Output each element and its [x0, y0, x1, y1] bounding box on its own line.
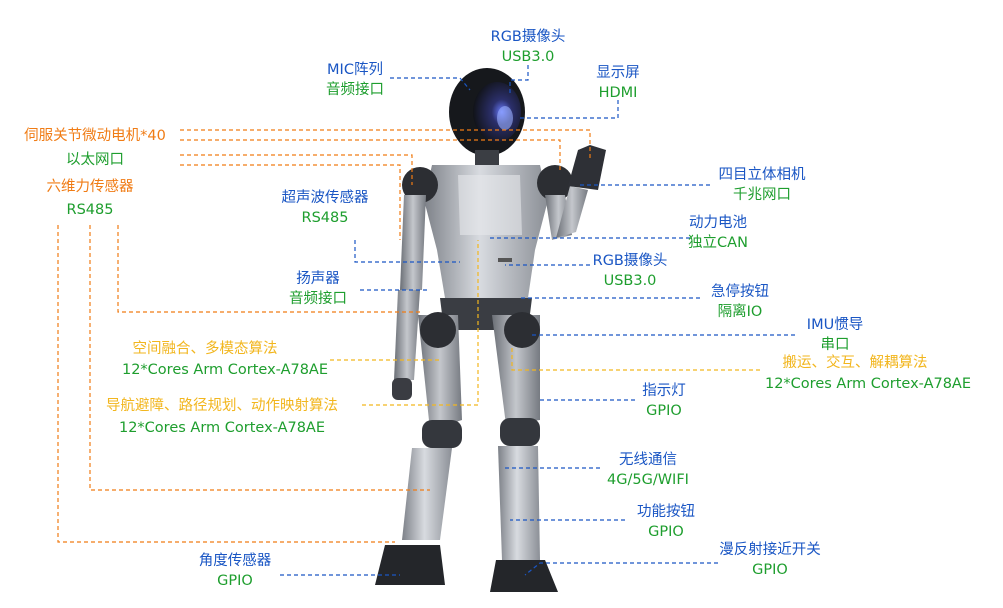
stereo-camera-interface: 千兆网口	[733, 187, 791, 203]
imu-name: IMU惯导	[806, 317, 864, 333]
angle-sensor-name: 角度传感器	[198, 553, 272, 569]
func-button-name: 功能按钮	[637, 504, 695, 520]
nav-algo-interface: 12*Cores Arm Cortex-A78AE	[118, 420, 326, 436]
battery-name: 动力电池	[689, 215, 747, 231]
line-force-1	[180, 164, 401, 240]
line-rgb-camera-top	[509, 65, 529, 95]
rgb-camera-top-interface: USB3.0	[501, 49, 555, 65]
display-name: 显示屏	[596, 65, 640, 81]
imu-interface: 串口	[820, 337, 850, 353]
estop-name: 急停按钮	[711, 284, 769, 300]
line-handling-algo	[511, 345, 760, 371]
mic-array-interface: 音频接口	[326, 82, 384, 98]
stereo-camera-name: 四目立体相机	[718, 167, 806, 183]
ultrasonic-interface: RS485	[301, 210, 349, 226]
fusion-algo-interface: 12*Cores Arm Cortex-A78AE	[121, 362, 329, 378]
rgb-camera-mid-name: RGB摄像头	[592, 253, 668, 269]
line-force-3	[89, 225, 430, 491]
mic-array-name: MIC阵列	[327, 62, 383, 78]
indicator-name: 指示灯	[642, 383, 686, 399]
ethernet-name: 以太网口	[66, 152, 124, 168]
rgb-camera-mid-interface: USB3.0	[603, 273, 657, 289]
indicator-interface: GPIO	[646, 403, 682, 419]
line-display	[520, 100, 619, 119]
ultrasonic-name: 超声波传感器	[281, 190, 369, 206]
line-proximity	[524, 562, 718, 576]
wireless-name: 无线通信	[619, 452, 677, 468]
servo-motors-name: 伺服关节微动电机*40	[24, 128, 166, 144]
force-sensor-interface: RS485	[66, 202, 114, 218]
speaker-name: 扬声器	[296, 271, 340, 287]
display-interface: HDMI	[598, 85, 638, 101]
rgb-camera-top-name: RGB摄像头	[490, 29, 566, 45]
func-button-interface: GPIO	[648, 524, 684, 540]
line-nav-algo	[362, 240, 479, 406]
line-servo-motors-2	[180, 139, 561, 170]
line-force-4	[57, 225, 395, 543]
line-ultrasonic	[354, 240, 460, 263]
line-force-2	[117, 225, 420, 313]
force-sensor-name: 六维力传感器	[46, 179, 134, 195]
line-mic-array	[390, 77, 471, 91]
proximity-name: 漫反射接近开关	[719, 542, 821, 558]
line-servo-motors-1	[180, 129, 591, 160]
nav-algo-name: 导航避障、路径规划、动作映射算法	[106, 398, 338, 414]
line-ethernet	[180, 154, 413, 185]
angle-sensor-interface: GPIO	[217, 573, 253, 589]
estop-interface: 隔离IO	[717, 304, 763, 320]
fusion-algo-name: 空间融合、多模态算法	[132, 341, 278, 357]
handling-algo-name: 搬运、交互、解耦算法	[782, 355, 928, 371]
wireless-interface: 4G/5G/WIFI	[607, 472, 689, 488]
proximity-interface: GPIO	[752, 562, 788, 578]
handling-algo-interface: 12*Cores Arm Cortex-A78AE	[764, 376, 972, 392]
battery-interface: 独立CAN	[688, 235, 748, 251]
speaker-interface: 音频接口	[289, 291, 347, 307]
